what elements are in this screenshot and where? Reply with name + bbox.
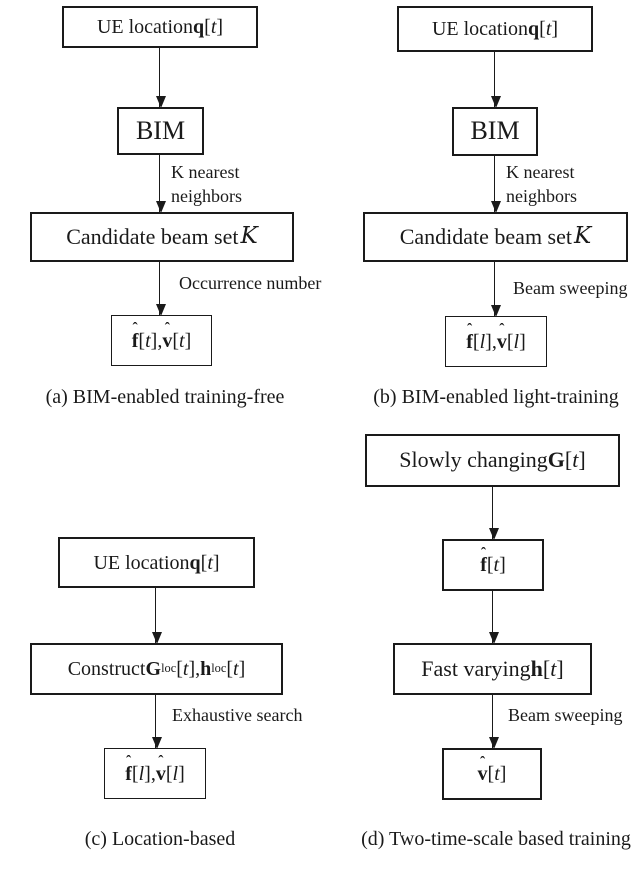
flowchart-a-arrow-2 [155,155,166,213]
flowchart-a-arrow-3 [155,262,166,316]
flowchart-d-caption: (d) Two-time-scale based training [361,828,631,850]
flowchart-b-node-ue-location: UE location q[t] [397,6,593,52]
flowchart-d-edge-label-beam-sweeping: Beam sweeping [508,705,623,725]
flowchart-a-node-ue-location: UE location q[t] [62,6,258,48]
flowchart-d-node-slowly-changing-g: Slowly changing G[t] [365,434,620,487]
flowchart-c-node-output: f[l], v[l] [104,748,206,799]
flowchart-c-arrow-2 [151,695,162,749]
flowchart-a-node-candidate-beam-set: Candidate beam set K [30,212,294,262]
flowchart-d-arrow-3 [488,695,499,749]
flowchart-a-caption: (a) BIM-enabled training-free [45,386,285,408]
flowchart-c-arrow-1 [151,588,162,644]
flowchart-b-node-bim: BIM [452,107,538,156]
flowchart-c-caption: (c) Location-based [84,828,236,850]
flowchart-b-caption: (b) BIM-enabled light-training [373,386,619,408]
flowchart-a-node-output: f[t], v[t] [111,315,212,366]
flowchart-a-arrow-1 [155,48,166,108]
flowchart-a-node-bim: BIM [117,107,204,155]
flowchart-d-node-fast-varying-h: Fast varying h[t] [393,643,592,695]
flowchart-d-arrow-1 [488,487,499,540]
flowchart-d-node-output: v[t] [442,748,542,800]
flowchart-d-node-f-hat: f[t] [442,539,544,591]
flowchart-c-edge-label-exhaustive-search: Exhaustive search [172,705,303,725]
flowchart-a-edge-label-occurrence-number: Occurrence number [179,273,322,293]
flowchart-b-node-candidate-beam-set: Candidate beam set K [363,212,628,262]
flowchart-b-arrow-2 [490,156,501,213]
flowchart-b-node-output: f[l], v[l] [445,316,547,367]
flowchart-b-arrow-1 [490,52,501,108]
flowchart-d-arrow-2 [488,591,499,644]
flowchart-b-arrow-3 [490,262,501,317]
flowchart-b-edge-label-beam-sweeping: Beam sweeping [513,278,628,298]
flowchart-c-node-ue-location: UE location q[t] [58,537,255,588]
